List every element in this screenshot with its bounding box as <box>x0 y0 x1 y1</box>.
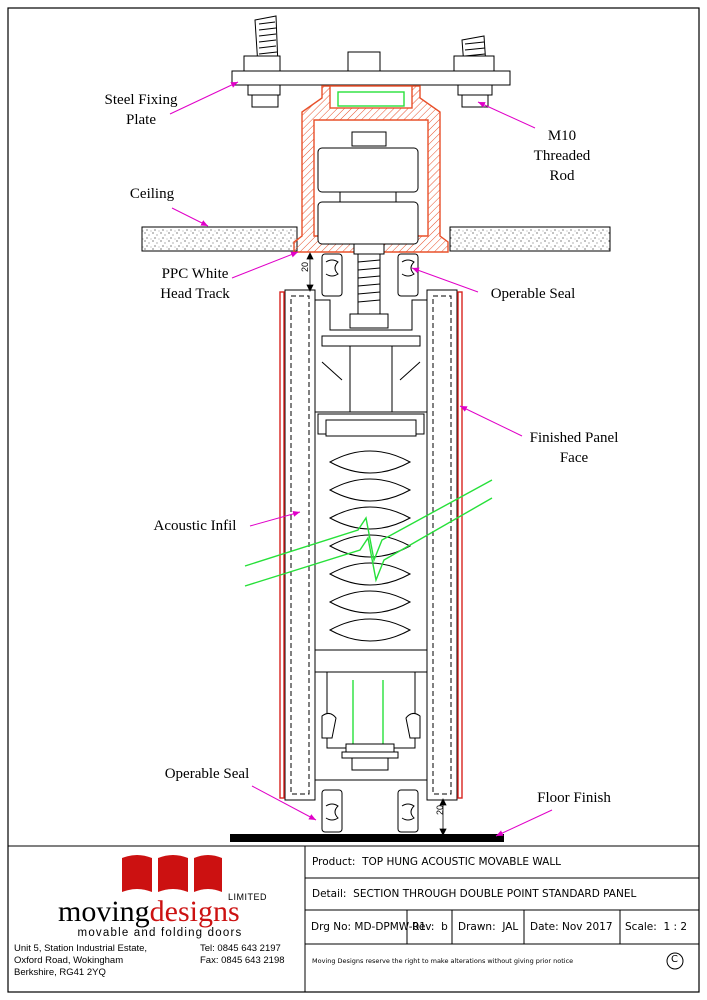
leader-lines <box>169 81 553 837</box>
company-fax: Fax: 0845 643 2198 <box>200 955 285 966</box>
revision: Rev: b <box>412 921 448 933</box>
label-line: PPC White <box>161 266 229 282</box>
ceiling-slabs <box>141 226 611 252</box>
label-line: Plate <box>126 112 156 128</box>
label-line: Rod <box>549 168 575 184</box>
label-ceiling: Ceiling <box>129 186 175 202</box>
drawn-label: Drawn: <box>458 921 496 933</box>
rev-label: Rev: <box>412 921 435 933</box>
dim-top-text: 20 <box>300 262 310 272</box>
scale-value: 1 : 2 <box>663 921 688 933</box>
product-row: Product: TOP HUNG ACOUSTIC MOVABLE WALL <box>312 856 561 868</box>
company-name: movingdesigns <box>58 896 240 928</box>
label-finished-panel-face: Finished Panel Face <box>514 428 634 468</box>
company-address-3: Berkshire, RG41 2YQ <box>14 967 106 978</box>
bottom-seals <box>321 789 419 833</box>
product-value: TOP HUNG ACOUSTIC MOVABLE WALL <box>362 856 562 868</box>
detail-value: SECTION THROUGH DOUBLE POINT STANDARD PA… <box>353 888 637 900</box>
detail-row: Detail: SECTION THROUGH DOUBLE POINT STA… <box>312 888 636 900</box>
label-line: Threaded <box>533 148 591 164</box>
title-block-grid <box>8 845 699 992</box>
dim-bottom-text: 20 <box>435 805 445 815</box>
copyright-circle <box>666 952 684 970</box>
label-operable-seal-top: Operable Seal <box>490 286 576 302</box>
company-tel: Tel: 0845 643 2197 <box>200 943 281 954</box>
detail-label: Detail: <box>312 888 347 900</box>
sheet-border <box>7 7 700 993</box>
label-line: Finished Panel <box>529 430 619 446</box>
drawn-value: JAL <box>502 921 519 933</box>
label-line: M10 <box>547 128 577 144</box>
top-seals <box>321 253 419 297</box>
label-steel-fixing-plate: Steel Fixing Plate <box>86 90 196 130</box>
top-carrier <box>314 299 428 437</box>
label-acoustic-infil: Acoustic Infil <box>153 518 237 534</box>
company-address-2: Oxford Road, Wokingham <box>14 955 124 966</box>
label-line: Head Track <box>160 286 230 302</box>
label-ppc-head-track: PPC White Head Track <box>140 264 250 304</box>
company-tagline: movable and folding doors <box>77 927 243 939</box>
date-value: Nov 2017 <box>561 921 613 933</box>
drg-value: MD-DPMW-01 <box>354 921 426 933</box>
floor-finish <box>230 834 504 842</box>
rev-value: b <box>441 921 448 933</box>
company-address-1: Unit 5, Station Industrial Estate, <box>14 943 148 954</box>
drg-label: Drg No: <box>311 921 352 933</box>
company-limited: LIMITED <box>228 892 268 902</box>
company-name-designs: designs <box>149 895 240 928</box>
scale: Scale: 1 : 2 <box>625 921 687 933</box>
label-m10-threaded-rod: M10 Threaded Rod <box>520 126 604 186</box>
date-label: Date: <box>530 921 559 933</box>
break-lines <box>244 479 493 587</box>
product-label: Product: <box>312 856 356 868</box>
label-floor-finish: Floor Finish <box>537 790 611 806</box>
steel-fixing-plate <box>231 15 511 108</box>
drg-no: Drg No: MD-DPMW-01 <box>311 921 426 933</box>
date: Date: Nov 2017 <box>530 921 613 933</box>
notice: Moving Designs reserve the right to make… <box>312 957 574 965</box>
company-name-moving: moving <box>58 895 150 928</box>
label-line: Face <box>559 450 589 466</box>
label-line: Steel Fixing <box>104 92 178 108</box>
copyright-mark: C <box>671 954 678 965</box>
trolley <box>317 131 419 329</box>
dimensions <box>306 252 447 836</box>
label-operable-seal-bottom: Operable Seal <box>164 766 250 782</box>
drawn-by: Drawn: JAL <box>458 921 518 933</box>
logo-blocks <box>122 855 222 892</box>
bottom-carrier <box>314 649 428 781</box>
scale-label: Scale: <box>625 921 657 933</box>
